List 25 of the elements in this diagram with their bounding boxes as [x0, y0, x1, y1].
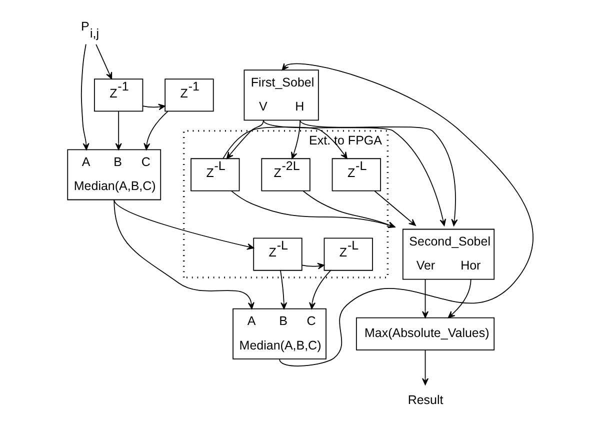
arrow	[262, 120, 446, 226]
arrow	[114, 199, 254, 310]
arrow	[300, 120, 458, 226]
arrow	[422, 278, 429, 318]
arrow	[96, 44, 112, 80]
arrow	[291, 120, 301, 160]
arrow	[114, 199, 254, 250]
arrow	[309, 270, 332, 310]
arrow	[448, 278, 472, 318]
arrow	[374, 190, 416, 226]
node-box: Max(Absolute_Values)	[356, 317, 495, 350]
arrow	[302, 262, 325, 270]
node-box: A B C Median(A,B,C)	[67, 149, 162, 200]
node-text: Result	[408, 393, 444, 408]
node-box: Second_Sobel Ver Hor	[402, 228, 495, 280]
arrow	[144, 110, 168, 150]
node-box: First_Sobel V H	[244, 70, 319, 121]
arrow	[222, 126, 348, 160]
arrow	[422, 350, 429, 386]
arrow	[142, 104, 166, 110]
arrow	[226, 120, 264, 160]
arrow	[115, 110, 122, 150]
arrow	[279, 63, 534, 366]
node-box: A B C Median(A,B,C)	[232, 308, 326, 360]
arrow	[80, 44, 90, 150]
